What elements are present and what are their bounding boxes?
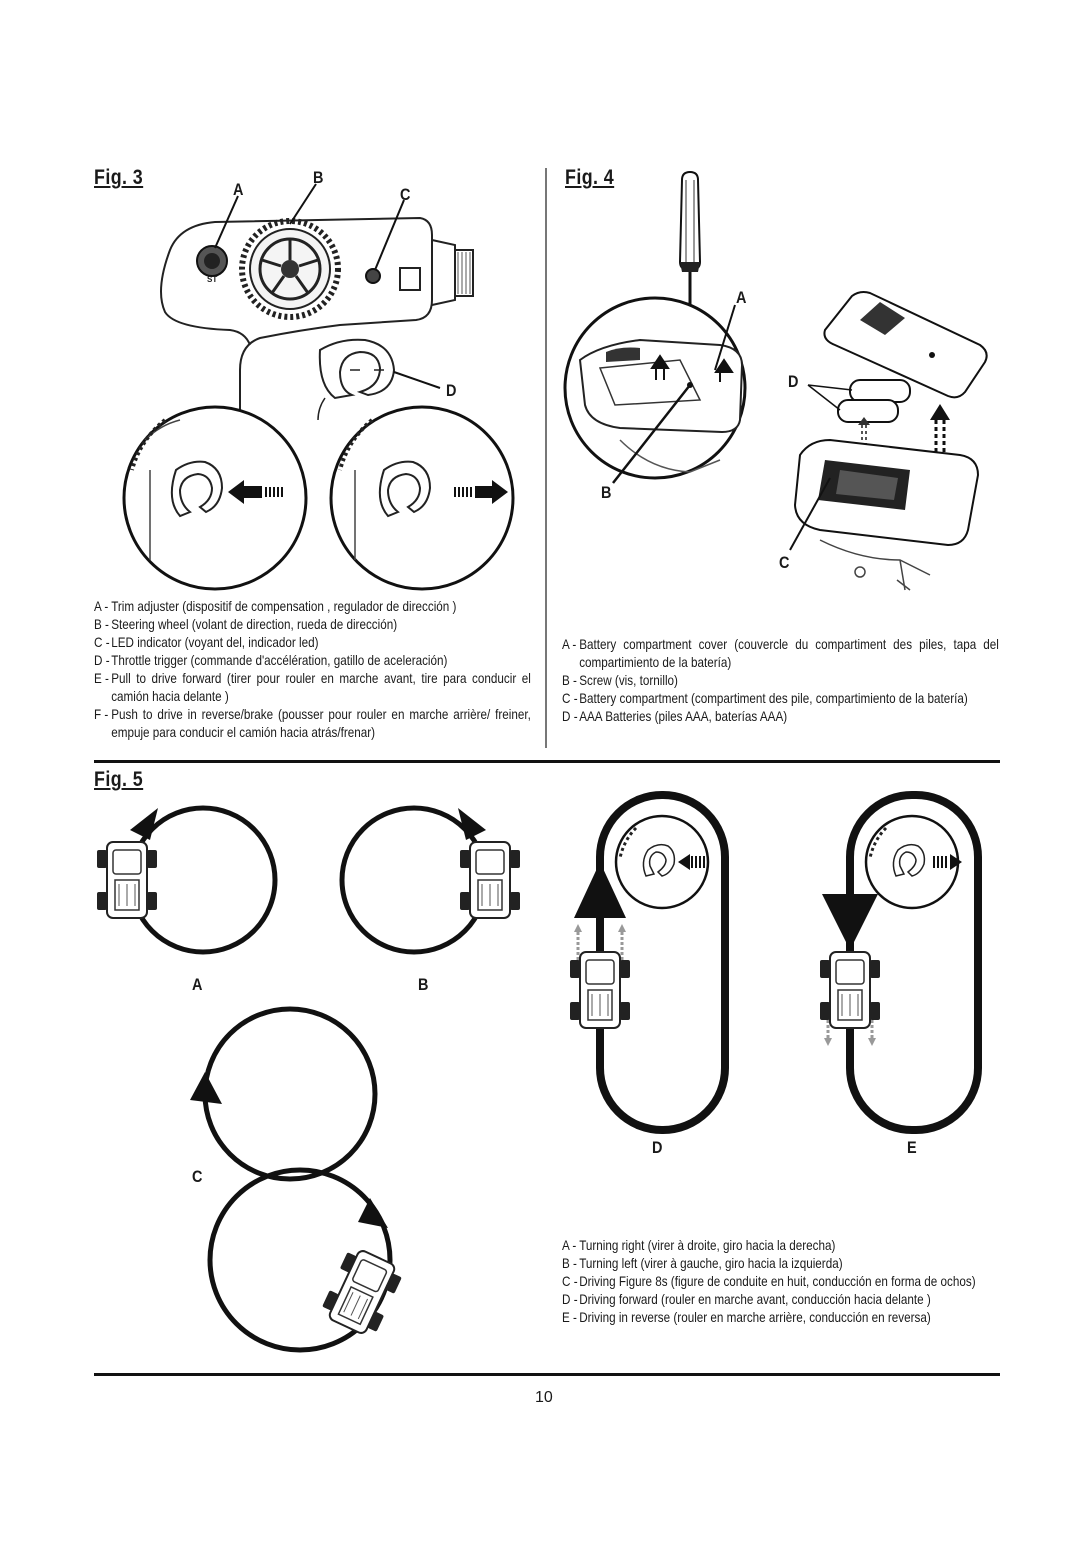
throttle-trigger [320, 340, 394, 398]
fig3-legend-item: E -Pull to drive forward (tirer pour rou… [94, 671, 531, 704]
fig3-detail-e [124, 407, 306, 589]
fig5-legend-item: E -Driving in reverse (rouler en marche … [562, 1310, 931, 1325]
diagram-driving-reverse [819, 795, 978, 1130]
fig4-detail-circle [565, 298, 745, 483]
fig4-label-d: D [788, 372, 799, 391]
fig3-legend-item: B -Steering wheel (volant de direction, … [94, 617, 398, 632]
fig4-title: Fig. 4 [565, 166, 615, 189]
steering-wheel [242, 221, 338, 317]
fig3-title: Fig. 3 [94, 166, 144, 189]
fig3-detail-f [331, 407, 513, 589]
fig5-label-b: B [418, 975, 429, 994]
fig4-label-c: C [779, 553, 790, 572]
section-divider [94, 760, 1000, 763]
fig5-legend: A -Turning right (virer à droite, giro h… [562, 1237, 999, 1327]
vertical-divider [545, 168, 547, 748]
fig3-legend-item: A -Trim adjuster (dispositif de compensa… [94, 599, 457, 614]
footer-divider [94, 1373, 1000, 1376]
controller-body [161, 218, 432, 420]
page-number: 10 [535, 1389, 553, 1406]
diagram-figure-eight [190, 1009, 407, 1350]
fig3-label-a: A [233, 180, 244, 199]
fig4-legend-item: B -Screw (vis, tornillo) [562, 673, 678, 688]
fig5-label-c: C [192, 1167, 203, 1186]
fig5-legend-item: D -Driving forward (rouler en marche ava… [562, 1292, 931, 1307]
fig3-legend-item: D -Throttle trigger (commande d'accéléra… [94, 653, 448, 668]
fig5-legend-item: C -Driving Figure 8s (figure de conduite… [562, 1274, 976, 1289]
fig5-title: Fig. 5 [94, 768, 144, 791]
fig3-label-c: C [400, 185, 411, 204]
fig4-legend-item: C -Battery compartment (compartiment des… [562, 691, 968, 706]
aaa-batteries [808, 380, 910, 422]
fig4-label-b: B [601, 483, 612, 502]
fig3-label-b: B [313, 168, 324, 187]
fig3-label-d: D [446, 381, 457, 400]
battery-compartment [795, 440, 978, 590]
fig4-legend-item: D -AAA Batteries (piles AAA, baterías AA… [562, 709, 788, 724]
fig5-legend-item: A -Turning right (virer à droite, giro h… [562, 1238, 836, 1253]
fig5-legend-item: B -Turning left (virer à gauche, giro ha… [562, 1256, 843, 1271]
fig5-label-a: A [192, 975, 203, 994]
fig4-legend: A -Battery compartment cover (couvercle … [562, 636, 999, 726]
led-indicator [366, 269, 380, 283]
diagram-turning-left [342, 808, 521, 952]
battery-cover [824, 292, 986, 397]
fig3-legend-item: F -Push to drive in reverse/brake (pouss… [94, 707, 531, 740]
fig4-label-a: A [736, 288, 747, 307]
fig4-legend-item: A -Battery compartment cover (couvercle … [562, 637, 999, 670]
fig3-legend-item: C -LED indicator (voyant del, indicador … [94, 635, 319, 650]
diagram-driving-forward [569, 795, 725, 1130]
fig5-label-e: E [907, 1138, 917, 1157]
fig5-label-d: D [652, 1138, 663, 1157]
trim-label-st: ST [207, 275, 218, 284]
fig3-legend: A -Trim adjuster (dispositif de compensa… [94, 598, 531, 742]
diagram-turning-right [96, 808, 275, 952]
